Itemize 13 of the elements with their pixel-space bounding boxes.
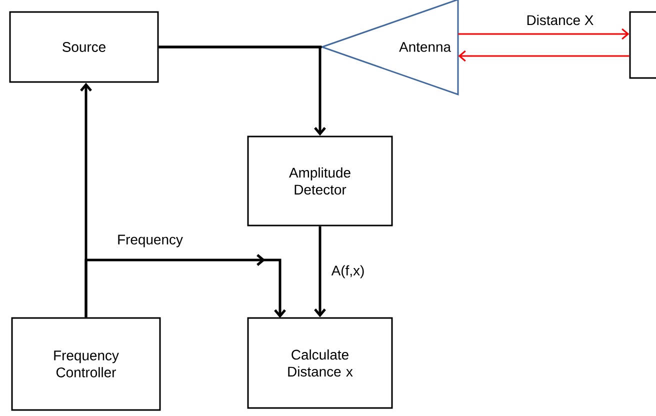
arrow	[84, 254, 286, 318]
edge-label: Frequency	[116, 234, 184, 248]
arrow	[314, 226, 326, 318]
process-box: Amplitude Detector	[247, 136, 393, 226]
process-box	[629, 11, 656, 79]
process-box: Source	[9, 11, 159, 83]
arrow	[458, 50, 630, 62]
arrow	[458, 28, 630, 40]
process-box: Frequency Controller	[11, 317, 161, 411]
edge-label: Distance X	[525, 14, 595, 26]
edge-label: A(f,x)	[330, 264, 366, 280]
arrow	[158, 46, 326, 136]
process-box: Calculate Distance x	[247, 317, 393, 409]
